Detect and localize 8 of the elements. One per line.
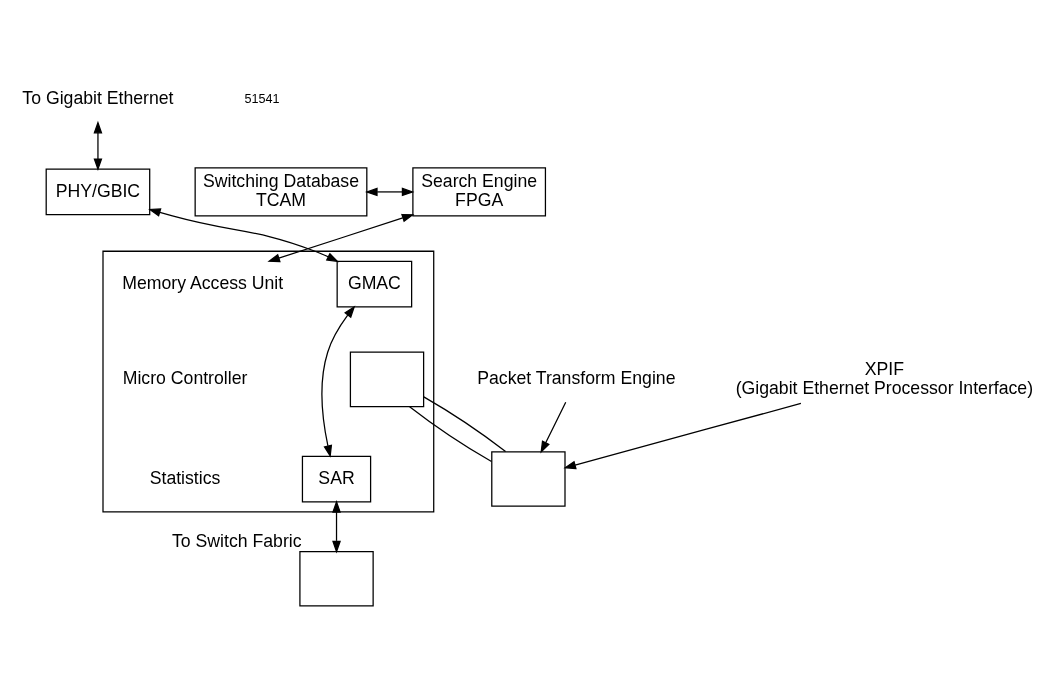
node-text: Memory Access Unit — [122, 272, 284, 293]
label: 51541 — [244, 91, 280, 106]
node-text: Micro Controller — [122, 367, 248, 388]
node-text: Packet Transform Engine — [477, 367, 676, 388]
node-label: To Switch Fabric — [172, 530, 302, 551]
node-text: Statistics — [149, 467, 221, 488]
node-text: XPIF (Gigabit Ethernet Processor Interface) — [735, 358, 1034, 398]
node-text: To Gigabit Ethernet — [22, 87, 174, 108]
